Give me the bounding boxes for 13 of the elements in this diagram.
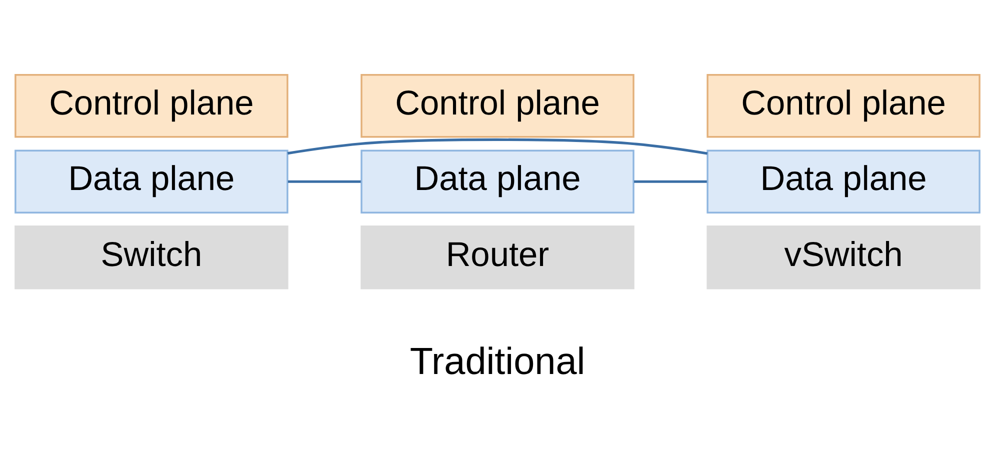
node-box: Data plane: [360, 150, 634, 214]
connector: [634, 180, 707, 183]
node-box: Data plane: [14, 150, 288, 214]
node-box: vSwitch: [706, 226, 980, 290]
node-box: Switch: [14, 226, 288, 290]
node-box: Data plane: [706, 150, 980, 214]
connector: [287, 138, 708, 155]
connector: [288, 180, 361, 183]
label: Traditional: [410, 340, 586, 383]
node-box: Router: [360, 226, 634, 290]
node-box: Control plane: [14, 74, 288, 138]
node-box: Control plane: [360, 74, 634, 138]
node-box: Control plane: [706, 74, 980, 138]
